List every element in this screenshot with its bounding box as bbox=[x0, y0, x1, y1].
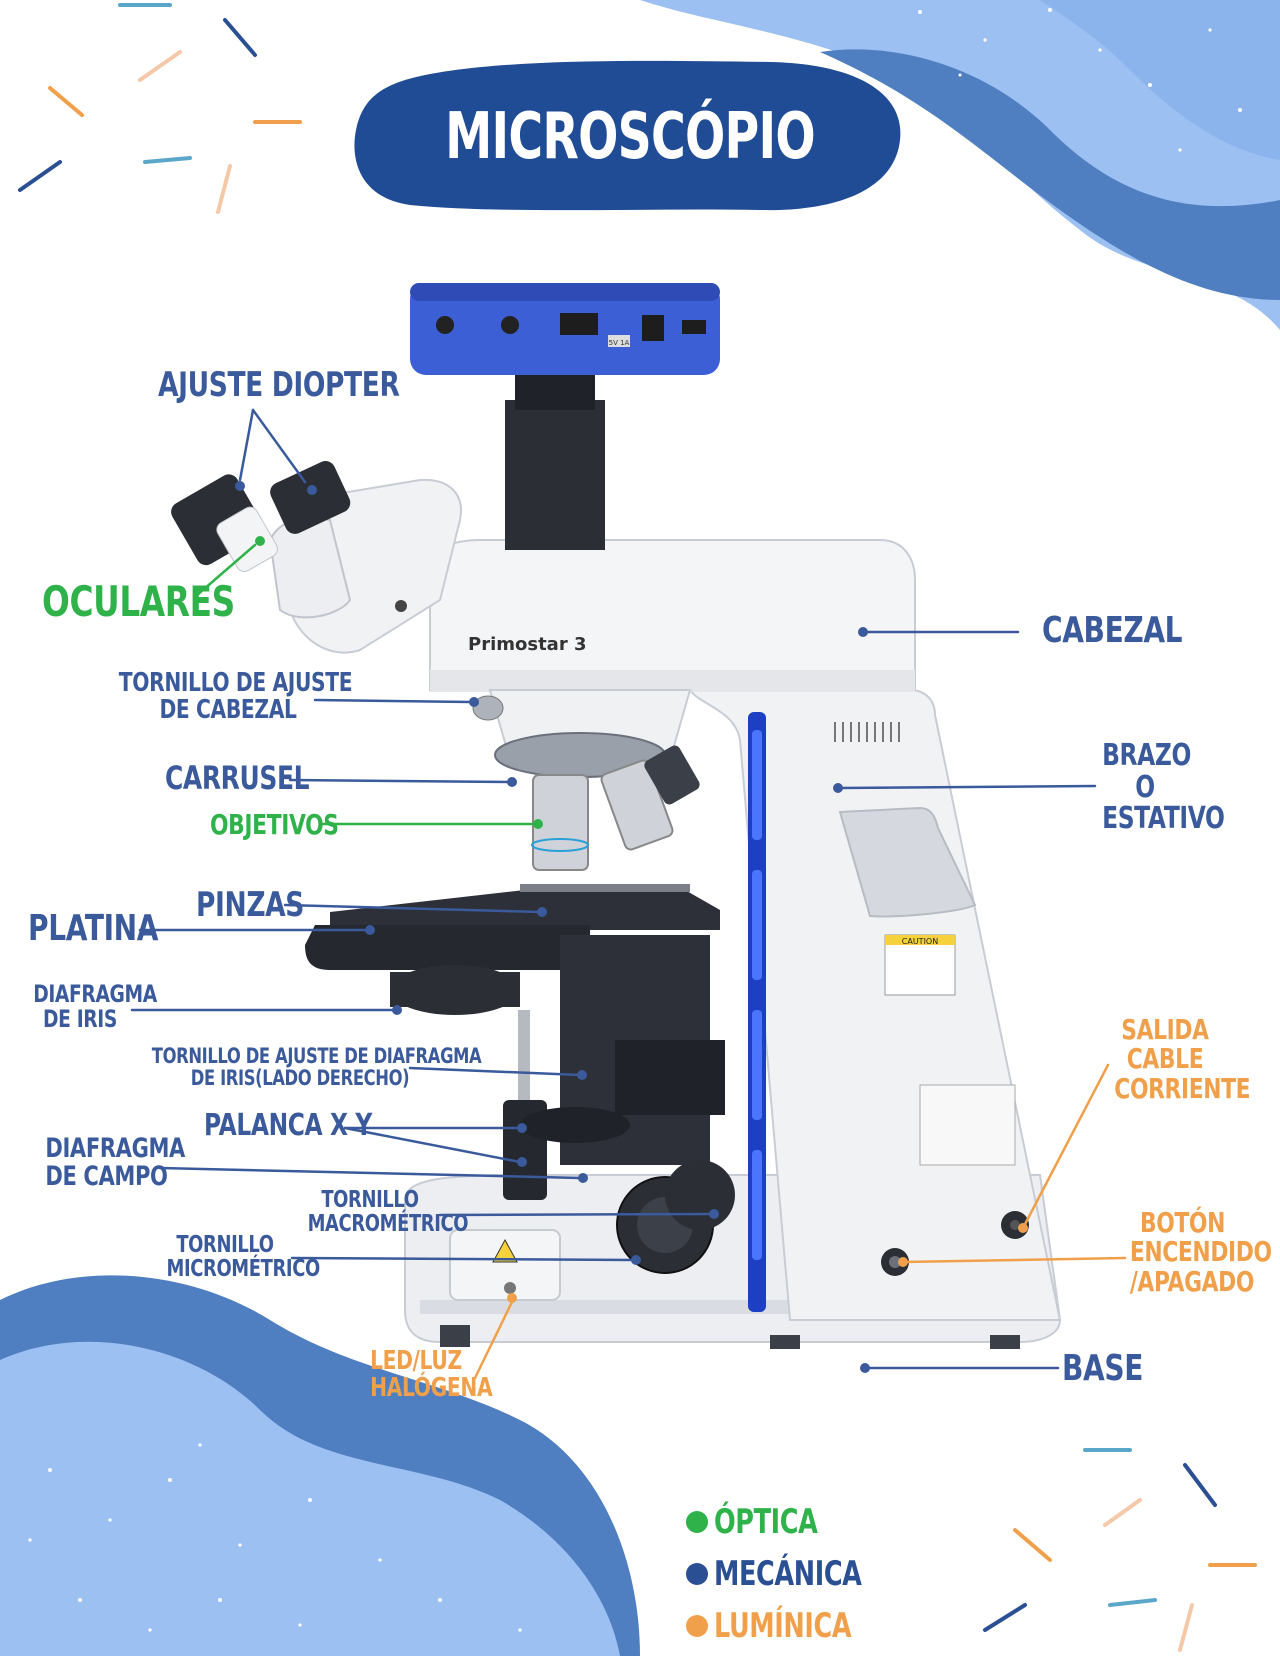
legend-dot-luminica bbox=[686, 1615, 708, 1637]
legend-dot-optica bbox=[686, 1511, 708, 1533]
label-cabezal: CABEZAL bbox=[1042, 610, 1183, 651]
label-carrusel: CARRUSEL bbox=[165, 759, 310, 797]
label-boton: BOTÓN ENCENDIDO /APAGADO bbox=[1129, 1206, 1272, 1298]
microscope: CAUTION Primostar 3 bbox=[171, 283, 1062, 1349]
label-led: LED/LUZ HALÓGENA bbox=[370, 1346, 493, 1404]
top-right-blob bbox=[640, 0, 1280, 330]
pointer-lines bbox=[130, 408, 1127, 1380]
pointer-dots bbox=[235, 481, 1028, 1373]
label-base: BASE bbox=[1062, 1348, 1143, 1389]
stars bbox=[28, 8, 1242, 1632]
label-ajuste-diopter: AJUSTE DIOPTER bbox=[158, 365, 400, 405]
label-objetivos: OBJETIVOS bbox=[210, 808, 339, 841]
label-platina: PLATINA bbox=[28, 908, 159, 949]
legend-dot-mecanica bbox=[686, 1563, 708, 1585]
legend-item-luminica: LUMÍNICA bbox=[686, 1600, 911, 1652]
caution-text: CAUTION bbox=[902, 937, 938, 946]
confetti-bottom bbox=[983, 1448, 1257, 1652]
label-tornillo-macro: TORNILLO MACROMÉTRICO bbox=[307, 1187, 469, 1238]
label-diafragma-iris: DIAFRAGMA DE IRIS bbox=[33, 980, 157, 1034]
label-oculares: OCULARES bbox=[42, 577, 235, 626]
legend: ÓPTICA MECÁNICA LUMÍNICA bbox=[686, 1496, 911, 1652]
port-label: 5V 1A bbox=[609, 339, 630, 347]
label-salida: SALIDA CABLE CORRIENTE bbox=[1114, 1013, 1251, 1105]
legend-item-optica: ÓPTICA bbox=[686, 1496, 911, 1548]
label-tornillo-cabezal: TORNILLO DE AJUSTE DE CABEZAL bbox=[118, 668, 353, 726]
label-diafragma-campo: DIAFRAGMA DE CAMPO bbox=[45, 1133, 185, 1193]
legend-label-mecanica: MECÁNICA bbox=[714, 1554, 862, 1594]
label-tornillo-micro: TORNILLO MICROMÉTRICO bbox=[166, 1232, 321, 1283]
title-blob bbox=[354, 60, 901, 211]
label-pinzas: PINZAS bbox=[196, 885, 305, 925]
label-brazo: BRAZO O ESTATIVO bbox=[1102, 738, 1225, 836]
label-tornillo-diafragma: TORNILLO DE AJUSTE DE DIAFRAGMA DE IRIS(… bbox=[151, 1044, 482, 1091]
legend-item-mecanica: MECÁNICA bbox=[686, 1548, 911, 1600]
legend-label-luminica: LUMÍNICA bbox=[714, 1606, 852, 1646]
confetti-top bbox=[18, 3, 302, 214]
page-title: MICROSCÓPIO bbox=[445, 100, 816, 174]
label-palanca-xy: PALANCA X Y bbox=[204, 1108, 372, 1143]
legend-label-optica: ÓPTICA bbox=[714, 1502, 818, 1542]
model-name: Primostar 3 bbox=[468, 634, 587, 655]
